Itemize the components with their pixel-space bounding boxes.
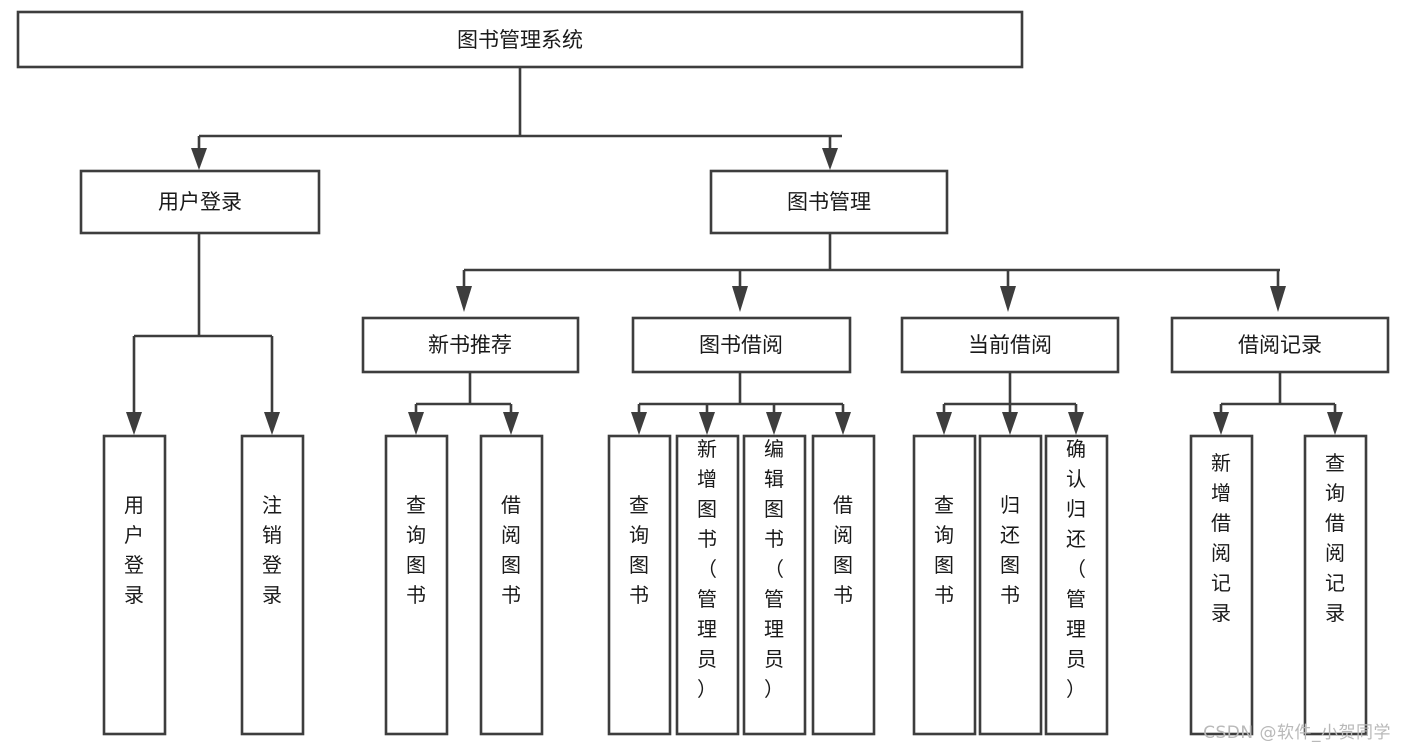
node-borrow-record[interactable]: 借阅记录	[1170, 316, 1390, 374]
leaf-borrow-query-book[interactable]: 查询图书	[607, 434, 672, 736]
leaf-current-query-book[interactable]: 查询图书	[912, 434, 977, 736]
leaf-current-query-book-label: 查询图书	[934, 493, 954, 607]
arrow-recommend-leaf-2	[503, 412, 519, 435]
node-user-login-box[interactable]	[79, 169, 321, 235]
node-current-borrow-label: 当前借阅	[968, 333, 1052, 357]
leaf-user-login[interactable]: 用户登录	[102, 434, 167, 736]
node-new-book-recommend[interactable]: 新书推荐	[361, 316, 580, 374]
arrow-root-to-userlogin	[191, 148, 207, 170]
node-new-book-recommend-label: 新书推荐	[428, 333, 512, 357]
leaf-borrow-borrow-book-box[interactable]	[811, 434, 876, 736]
connector-group-userlogin	[126, 233, 280, 435]
leaf-borrow-borrow-book[interactable]: 借阅图书	[811, 434, 876, 736]
connector-group-borrow	[631, 372, 851, 435]
leaf-recommend-query-book-box[interactable]	[384, 434, 449, 736]
leaf-user-login-label: 用户登录	[124, 493, 144, 607]
leaf-recommend-query-book[interactable]: 查询图书	[384, 434, 449, 736]
leaf-current-confirm-return-box[interactable]	[1044, 434, 1109, 736]
arrow-bm-to-current	[1000, 286, 1016, 312]
leaf-borrow-edit-book-label: 编辑图书（管理员）	[764, 437, 784, 701]
arrow-current-leaf-1	[936, 412, 952, 435]
leaf-current-confirm-return[interactable]: 确认归还（管理员）	[1044, 434, 1109, 736]
node-borrow-record-box[interactable]	[1170, 316, 1390, 374]
connector-group-root	[191, 68, 842, 170]
node-root-box[interactable]	[16, 10, 1024, 69]
arrow-record-leaf-2	[1327, 412, 1343, 435]
arrow-userlogin-leaf-1	[126, 412, 142, 435]
node-borrow-record-label: 借阅记录	[1238, 333, 1322, 357]
leaf-current-query-book-box[interactable]	[912, 434, 977, 736]
arrow-root-to-bookmanage	[822, 148, 838, 170]
leaf-record-query[interactable]: 查询借阅记录	[1303, 434, 1368, 736]
arrow-borrow-leaf-4	[835, 412, 851, 435]
leaf-borrow-add-book-label: 新增图书（管理员）	[697, 437, 717, 701]
connector-group-record	[1213, 372, 1343, 435]
arrow-current-leaf-3	[1068, 412, 1084, 435]
leaf-recommend-borrow-book-label: 借阅图书	[501, 493, 521, 607]
leaf-logout-label: 注销登录	[262, 493, 282, 607]
node-book-manage-label: 图书管理	[787, 190, 871, 214]
leaf-user-login-box[interactable]	[102, 434, 167, 736]
node-current-borrow[interactable]: 当前借阅	[900, 316, 1120, 374]
leaf-current-return-book-box[interactable]	[978, 434, 1043, 736]
connector-group-current	[936, 372, 1084, 435]
leaf-logout-box[interactable]	[240, 434, 305, 736]
arrow-record-leaf-1	[1213, 412, 1229, 435]
node-book-borrow-box[interactable]	[631, 316, 852, 374]
node-book-manage[interactable]: 图书管理	[709, 169, 949, 235]
leaf-current-confirm-return-label: 确认归还（管理员）	[1066, 437, 1086, 701]
leaf-borrow-borrow-book-label: 借阅图书	[833, 493, 853, 607]
node-book-borrow[interactable]: 图书借阅	[631, 316, 852, 374]
arrow-bm-to-recommend	[456, 286, 472, 312]
connector-group-bookmanage	[456, 233, 1286, 312]
arrow-recommend-leaf-1	[408, 412, 424, 435]
connector-group-recommend	[408, 372, 519, 435]
leaf-logout[interactable]: 注销登录	[240, 434, 305, 736]
node-root[interactable]: 图书管理系统	[16, 10, 1024, 69]
leaf-record-add-label: 新增借阅记录	[1211, 451, 1231, 625]
arrow-bm-to-record	[1270, 286, 1286, 312]
arrow-borrow-leaf-3	[766, 412, 782, 435]
arrow-userlogin-leaf-2	[264, 412, 280, 435]
leaf-borrow-edit-book[interactable]: 编辑图书（管理员）	[742, 434, 807, 736]
node-root-label: 图书管理系统	[457, 28, 583, 52]
arrow-current-leaf-2	[1002, 412, 1018, 435]
leaf-record-query-box[interactable]	[1303, 434, 1368, 736]
leaf-borrow-query-book-box[interactable]	[607, 434, 672, 736]
arrow-borrow-leaf-2	[699, 412, 715, 435]
arrow-borrow-leaf-1	[631, 412, 647, 435]
leaf-current-return-book[interactable]: 归还图书	[978, 434, 1043, 736]
node-current-borrow-box[interactable]	[900, 316, 1120, 374]
leaf-record-query-label: 查询借阅记录	[1325, 451, 1345, 625]
leaf-recommend-borrow-book[interactable]: 借阅图书	[479, 434, 544, 736]
node-user-login[interactable]: 用户登录	[79, 169, 321, 235]
leaf-record-add[interactable]: 新增借阅记录	[1189, 434, 1254, 736]
leaf-borrow-query-book-label: 查询图书	[629, 493, 649, 607]
node-book-borrow-label: 图书借阅	[699, 333, 783, 357]
leaf-record-add-box[interactable]	[1189, 434, 1254, 736]
leaf-current-return-book-label: 归还图书	[1000, 493, 1020, 607]
node-book-manage-box[interactable]	[709, 169, 949, 235]
node-user-login-label: 用户登录	[158, 190, 242, 214]
node-new-book-recommend-box[interactable]	[361, 316, 580, 374]
leaf-borrow-add-book-box[interactable]	[675, 434, 740, 736]
arrow-bm-to-borrow	[732, 286, 748, 312]
leaf-recommend-borrow-book-box[interactable]	[479, 434, 544, 736]
leaf-borrow-add-book[interactable]: 新增图书（管理员）	[675, 434, 740, 736]
leaf-borrow-edit-book-box[interactable]	[742, 434, 807, 736]
leaf-recommend-query-book-label: 查询图书	[406, 493, 426, 607]
